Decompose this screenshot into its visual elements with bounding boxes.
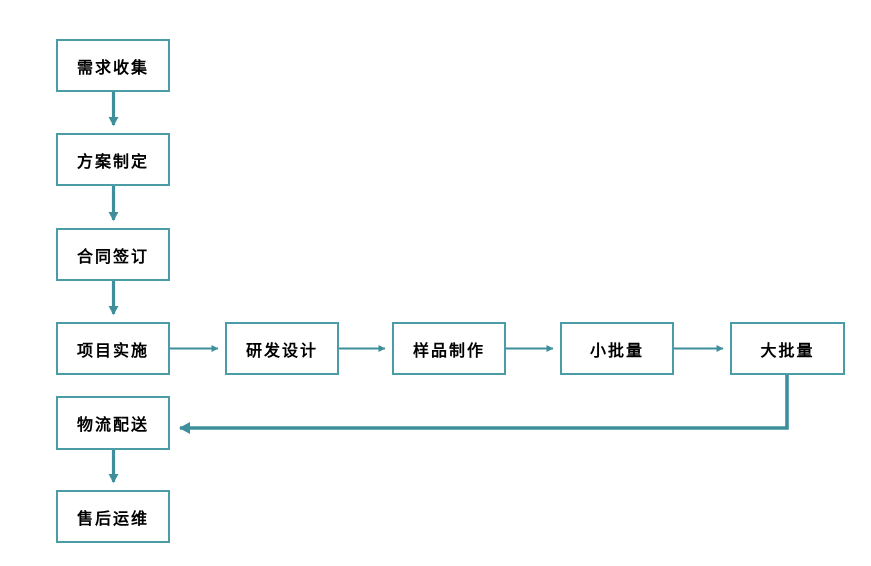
node-logistics-delivery: 物流配送 [56, 396, 170, 450]
node-project-implementation: 项目实施 [56, 322, 170, 375]
node-contract-signing: 合同签订 [56, 228, 170, 281]
node-sample-production: 样品制作 [392, 322, 506, 375]
node-large-batch: 大批量 [730, 322, 845, 375]
node-after-sales-maintenance: 售后运维 [56, 490, 170, 543]
node-rd-design: 研发设计 [225, 322, 339, 375]
node-small-batch: 小批量 [560, 322, 674, 375]
arrow-largebatch-to-logistics [179, 375, 789, 434]
node-requirement-collection: 需求收集 [56, 39, 170, 92]
node-plan-formulation: 方案制定 [56, 133, 170, 186]
